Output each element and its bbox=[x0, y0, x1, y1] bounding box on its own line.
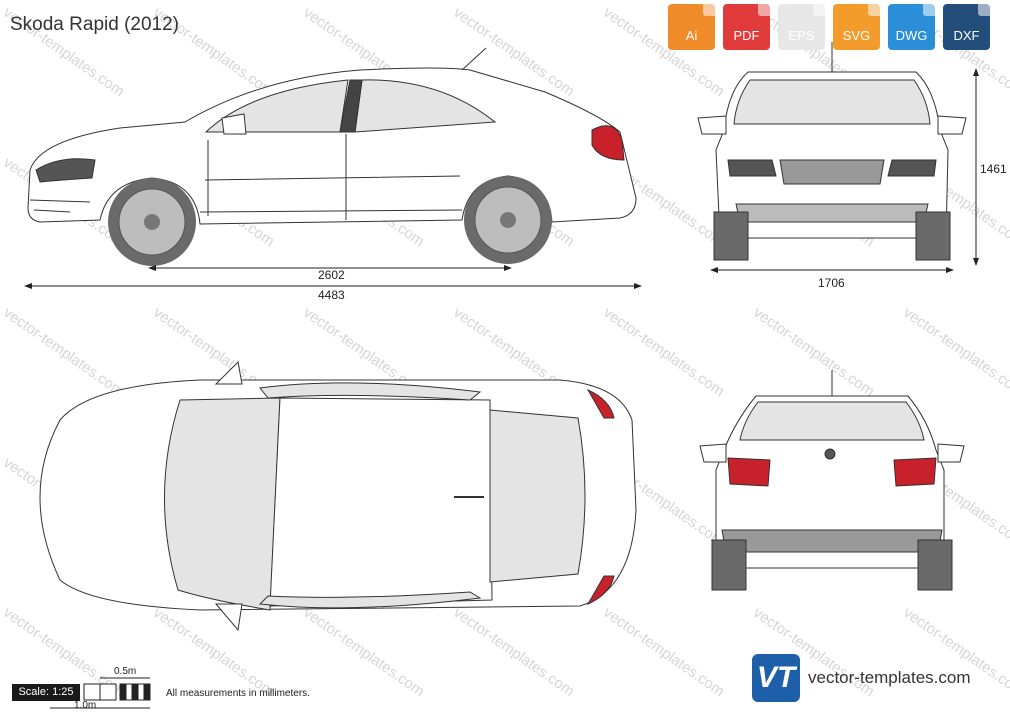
format-dwg-button[interactable]: DWG bbox=[888, 4, 935, 50]
side-headlight bbox=[35, 158, 96, 183]
scale-full-label: 1.0m bbox=[74, 700, 97, 711]
format-pdf-button[interactable]: PDF bbox=[723, 4, 770, 50]
front-mirror-right bbox=[937, 115, 967, 135]
top-roof bbox=[269, 397, 493, 607]
scale-segment-7 bbox=[143, 683, 151, 701]
top-window-left bbox=[259, 382, 482, 401]
side-pillar bbox=[339, 79, 363, 133]
format-label: EPS bbox=[788, 28, 815, 43]
file-fold-icon bbox=[868, 4, 880, 16]
measurement-note: All measurements in millimeters. bbox=[166, 688, 310, 699]
format-label: DWG bbox=[895, 28, 928, 43]
scale-segment-2 bbox=[99, 683, 117, 701]
front-headlight-left bbox=[727, 159, 777, 177]
front-tire-right bbox=[915, 211, 951, 261]
front-grille bbox=[779, 159, 885, 185]
side-door-line bbox=[204, 134, 461, 220]
format-label: SVG bbox=[842, 28, 871, 43]
scale-segment-4 bbox=[125, 683, 133, 701]
front-windshield bbox=[733, 79, 931, 125]
format-label: DXF bbox=[953, 28, 980, 43]
side-taillight bbox=[591, 125, 625, 161]
side-antenna bbox=[461, 47, 487, 71]
scale-segment-5 bbox=[131, 683, 139, 701]
rear-tire-right bbox=[917, 539, 953, 591]
front-view bbox=[697, 42, 967, 261]
front-mirror-left bbox=[697, 115, 727, 135]
width-label: 1706 bbox=[818, 276, 845, 290]
top-windshield bbox=[164, 397, 281, 611]
file-fold-icon bbox=[758, 4, 770, 16]
top-mirror-right bbox=[214, 603, 243, 632]
file-fold-icon bbox=[813, 4, 825, 16]
scale-bar bbox=[50, 677, 151, 709]
format-eps-button[interactable]: EPS bbox=[778, 4, 825, 50]
format-badges: Ai PDF EPS SVG DWG DXF bbox=[668, 4, 990, 50]
file-fold-icon bbox=[978, 4, 990, 16]
file-fold-icon bbox=[703, 4, 715, 16]
rear-view bbox=[699, 370, 965, 591]
height-label: 1461 bbox=[980, 162, 1007, 176]
top-mirror-left bbox=[214, 360, 243, 385]
top-taillight-right bbox=[586, 575, 615, 606]
scale-segment-1 bbox=[83, 683, 101, 701]
format-ai-button[interactable]: Ai bbox=[668, 4, 715, 50]
format-dxf-button[interactable]: DXF bbox=[943, 4, 990, 50]
scale-segment-6 bbox=[137, 683, 145, 701]
side-sill bbox=[199, 209, 463, 213]
scale-half-label: 0.5m bbox=[114, 666, 137, 677]
side-window-rear bbox=[354, 79, 497, 133]
top-window-right bbox=[258, 591, 482, 609]
top-view bbox=[39, 360, 637, 632]
wheelbase-label: 2602 bbox=[318, 268, 345, 282]
rear-window bbox=[739, 401, 925, 441]
side-front-bumper bbox=[29, 199, 91, 213]
rear-taillight-right bbox=[893, 457, 937, 487]
front-dimension-lines bbox=[710, 68, 979, 273]
front-headlight-right bbox=[887, 159, 937, 177]
rear-bumper bbox=[721, 529, 943, 553]
page-title: Skoda Rapid (2012) bbox=[10, 14, 179, 35]
rear-taillight-left bbox=[727, 457, 771, 487]
rear-mirror-right bbox=[937, 443, 965, 463]
site-url-link[interactable]: vector-templates.com bbox=[808, 668, 971, 687]
front-lower-grille bbox=[735, 203, 929, 223]
format-svg-button[interactable]: SVG bbox=[833, 4, 880, 50]
rear-mirror-left bbox=[699, 443, 727, 463]
side-mirror bbox=[221, 113, 247, 135]
side-rear-hub bbox=[500, 212, 516, 228]
side-view bbox=[27, 47, 637, 225]
side-front-hub bbox=[144, 214, 160, 230]
vt-logo[interactable]: VT bbox=[752, 654, 800, 702]
format-label: Ai bbox=[685, 28, 698, 43]
format-label: PDF bbox=[733, 28, 760, 43]
scale-segment-3 bbox=[119, 683, 127, 701]
rear-tire-left bbox=[711, 539, 747, 591]
length-label: 4483 bbox=[318, 288, 345, 302]
front-tire-left bbox=[713, 211, 749, 261]
top-taillight-left bbox=[586, 388, 615, 419]
file-fold-icon bbox=[923, 4, 935, 16]
side-wheels bbox=[108, 176, 552, 266]
rear-badge bbox=[824, 448, 836, 460]
scale-label: Scale: 1:25 bbox=[12, 684, 80, 701]
top-rear-window bbox=[489, 409, 586, 583]
side-dimension-lines bbox=[24, 265, 642, 289]
